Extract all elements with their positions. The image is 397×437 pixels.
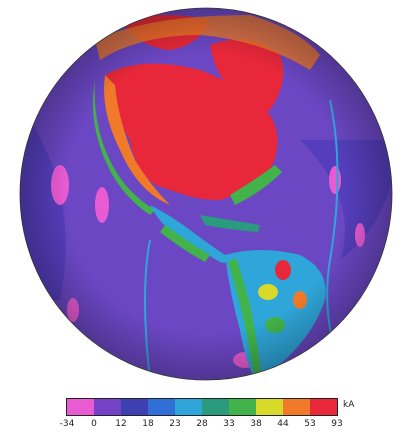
color-legend: -34 0 12 18 23 28 33 38 44 53 93 kA <box>60 398 356 434</box>
legend-swatch <box>283 399 310 415</box>
legend-tick-label: 18 <box>142 419 154 429</box>
legend-swatch <box>202 399 229 415</box>
globe-outline <box>19 7 393 381</box>
legend-tick-label: 44 <box>277 419 289 429</box>
legend-tick-label: 38 <box>250 419 262 429</box>
legend-tick-label: 0 <box>91 419 97 429</box>
legend-tick-label: 53 <box>304 419 316 429</box>
legend-swatch <box>229 399 256 415</box>
legend-swatch <box>94 399 121 415</box>
legend-tick-label: 28 <box>196 419 208 429</box>
legend-tick-label: -34 <box>59 419 75 429</box>
legend-swatch <box>148 399 175 415</box>
legend-swatch <box>121 399 148 415</box>
globe-map <box>19 7 393 381</box>
legend-swatch <box>175 399 202 415</box>
legend-swatch <box>67 399 94 415</box>
globe-svg <box>19 7 393 381</box>
legend-swatch <box>310 399 337 415</box>
legend-color-bar <box>66 398 338 416</box>
legend-tick-label: 23 <box>169 419 181 429</box>
legend-tick-label: 93 <box>331 419 343 429</box>
legend-unit: kA <box>343 400 355 410</box>
legend-swatch <box>256 399 283 415</box>
legend-tick-label: 12 <box>115 419 127 429</box>
legend-tick-label: 33 <box>223 419 235 429</box>
